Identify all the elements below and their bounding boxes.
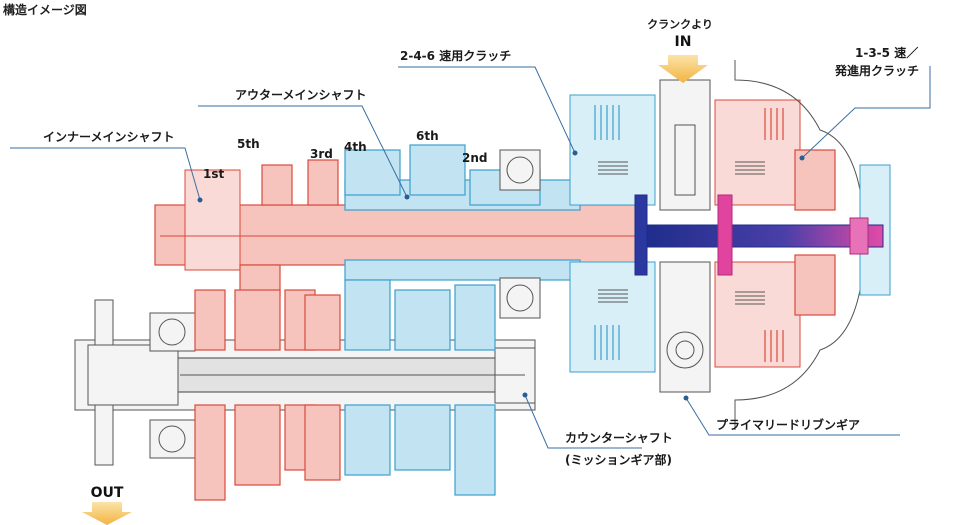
in-label: IN <box>675 34 692 50</box>
gear-label-4th: 4th <box>344 140 367 154</box>
clutch-135-label-line1: 1-3-5 速／ <box>855 45 918 60</box>
even-gears-counter <box>344 279 496 496</box>
odd-gears-main <box>239 159 339 296</box>
out-arrow <box>82 502 132 525</box>
page-title: 構造イメージ図 <box>3 2 87 17</box>
main-bearings <box>499 149 541 319</box>
gear-label-2nd: 2nd <box>462 151 487 165</box>
gear-label-1st: 1st <box>203 167 224 181</box>
in-arrow <box>658 55 708 83</box>
gear-label-6th: 6th <box>416 129 439 143</box>
odd-gears-counter <box>194 289 341 501</box>
gear-label-3rd: 3rd <box>310 147 333 161</box>
clutch-135-label-line2: 発進用クラッチ <box>834 63 919 78</box>
clutch-246 <box>569 94 656 373</box>
clutch-push-rod <box>634 194 884 276</box>
outer-main-shaft <box>344 144 581 281</box>
leader-lines <box>10 66 931 449</box>
counter-shaft-label-line1: カウンターシャフト <box>565 431 673 445</box>
inner-main-shaft <box>154 169 641 271</box>
outer-main-shaft-label: アウターメインシャフト <box>235 88 367 102</box>
clutch-246-label: 2-4-6 速用クラッチ <box>400 48 511 63</box>
clutch-135 <box>714 99 836 368</box>
counter-shaft-housing <box>74 299 536 466</box>
counter-shaft-label-line2: (ミッションギア部) <box>565 452 672 467</box>
crank-label: クランクより <box>647 18 713 31</box>
inner-main-shaft-label: インナーメインシャフト <box>43 130 175 144</box>
out-label: OUT <box>91 485 124 501</box>
crank-gear-assembly <box>659 79 711 393</box>
gear-label-5th: 5th <box>237 137 260 151</box>
primary-driven-gear-label: プライマリードリブンギア <box>716 417 860 432</box>
